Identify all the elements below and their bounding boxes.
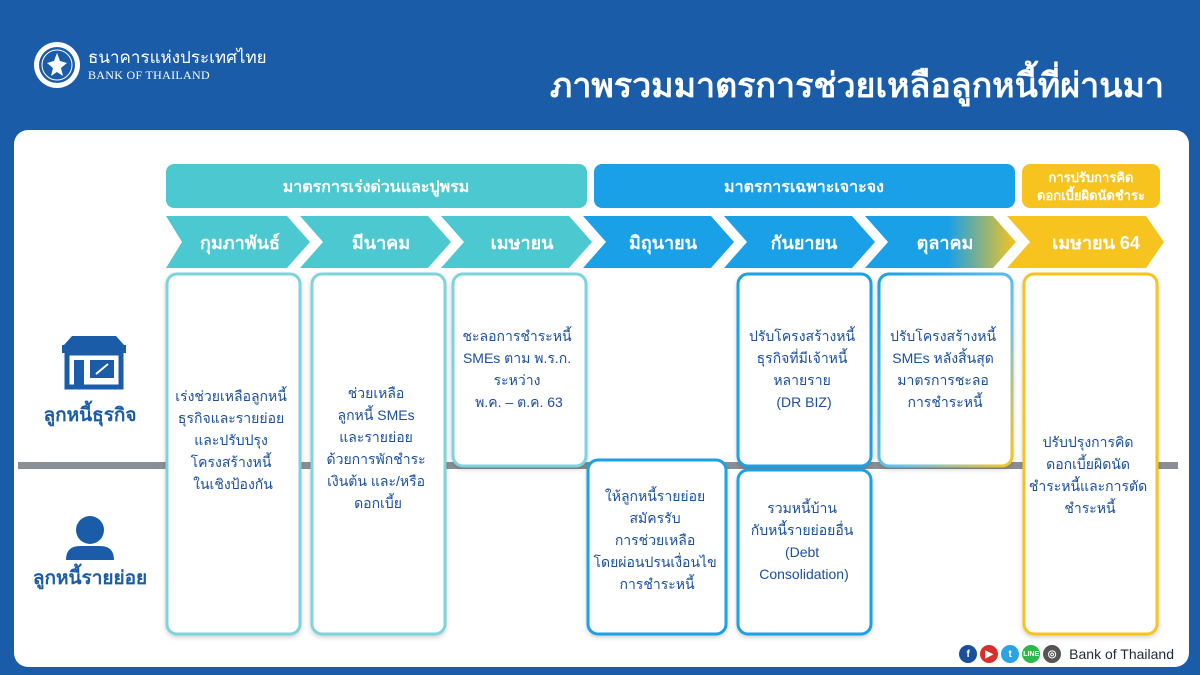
web-icon[interactable]: ◎ (1043, 645, 1062, 663)
footer-brand: f ▶ t LINE ◎ Bank of Thailand (959, 645, 1174, 663)
month-chevrons: กุมภาพันธ์ มีนาคม เมษายน มิถุนายน กันยาย… (166, 216, 1164, 268)
measure-card-apr (451, 272, 588, 468)
month-label: เมษายน 64 (1052, 233, 1140, 253)
row-label-retail: ลูกหนี้รายย่อย (33, 563, 147, 590)
row-label-business: ลูกหนี้ธุรกิจ (43, 400, 136, 427)
month-chevron-5 (724, 216, 875, 268)
measure-card-mar (310, 272, 447, 636)
facebook-icon[interactable]: f (959, 645, 978, 663)
header: ธนาคารแห่งประเทศไทย BANK OF THAILAND ภาพ… (0, 0, 1200, 130)
month-label: กันยายน (771, 233, 838, 253)
card-text-feb: เร่งช่วยเหลือลูกหนี้ ธุรกิจและรายย่อย แล… (175, 386, 290, 492)
card-text-oct: ปรับโครงสร้างหนี้ SMEs หลังสิ้นสุด มาตรก… (890, 326, 1000, 410)
person-icon (66, 516, 114, 560)
card-text-apr: ชะลอการชำระหนี้ SMEs ตาม พ.ร.ก. ระหว่าง … (463, 326, 576, 410)
card-text-jun: ให้ลูกหนี้รายย่อย สมัครรับ การช่วยเหลือ … (593, 486, 720, 592)
month-chevron-7 (1007, 216, 1164, 268)
month-chevron-4 (583, 216, 734, 268)
store-icon (62, 336, 126, 390)
logo-thai-name: ธนาคารแห่งประเทศไทย (88, 48, 267, 68)
group-specific-label: มาตรการเฉพาะเจาะจง (724, 179, 884, 196)
card-text-sep-retail: รวมหนี้บ้าน กับหนี้รายย่อยอื่น (Debt Con… (751, 498, 857, 582)
month-chevron-2 (300, 216, 451, 268)
group-specific: มาตรการเฉพาะเจาะจง (594, 164, 1015, 208)
month-label: ตุลาคม (917, 233, 974, 255)
group-rate-label-1: การปรับการคิด (1049, 170, 1134, 185)
month-label: กุมภาพันธ์ (200, 232, 280, 255)
youtube-icon[interactable]: ▶ (980, 645, 999, 663)
footer-brand-text: Bank of Thailand (1069, 646, 1174, 662)
measure-card-oct (877, 272, 1014, 468)
month-label: มีนาคม (352, 233, 410, 253)
logo-english-name: BANK OF THAILAND (88, 68, 210, 82)
line-icon[interactable]: LINE (1022, 645, 1041, 663)
group-urgent-label: มาตรการเร่งด่วนและปูพรม (283, 179, 470, 198)
month-chevron-3 (441, 216, 592, 268)
month-chevron-6 (865, 216, 1016, 268)
group-rate-label-2: ดอกเบี้ยผิดนัดชำระ (1037, 185, 1145, 203)
measure-card-apr64 (1022, 272, 1159, 636)
group-urgent: มาตรการเร่งด่วนและปูพรม (166, 164, 587, 208)
month-label: มิถุนายน (629, 233, 698, 255)
measure-card-feb (165, 272, 302, 636)
page-title: ภาพรวมมาตรการช่วยเหลือลูกหนี้ที่ผ่านมา (549, 67, 1164, 105)
twitter-icon[interactable]: t (1001, 645, 1020, 663)
group-rate: การปรับการคิด ดอกเบี้ยผิดนัดชำระ (1022, 164, 1160, 208)
measure-card-sep-business (736, 272, 873, 468)
card-text-mar: ช่วยเหลือ ลูกหนี้ SMEs และรายย่อย ด้วยกา… (326, 385, 429, 511)
measure-card-jun (586, 458, 728, 636)
bot-seal-icon (34, 42, 80, 88)
month-label: เมษายน (491, 233, 555, 253)
card-text-apr64: ปรับปรุงการคิด ดอกเบี้ยผิดนัด ชำระหนี้แล… (1029, 434, 1151, 516)
month-chevron-1 (166, 216, 310, 268)
measure-card-sep-retail (736, 468, 873, 636)
card-text-sep-business: ปรับโครงสร้างหนี้ ธุรกิจที่มีเจ้าหนี้ หล… (749, 326, 859, 410)
